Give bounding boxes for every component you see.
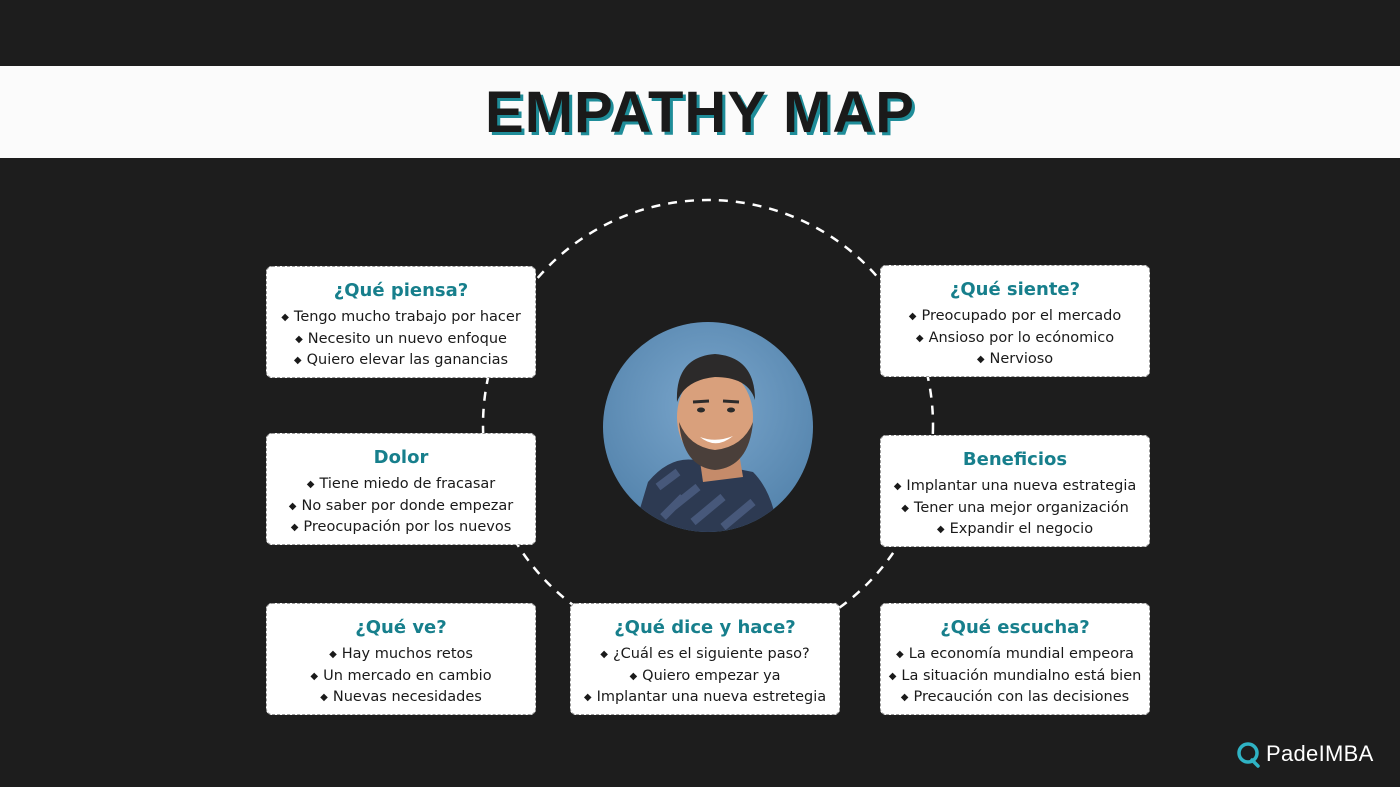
list-item: ◆Quiero empezar ya: [629, 667, 781, 684]
logo-text: PadeIMBA: [1266, 741, 1374, 766]
pade-logo-icon: [1237, 742, 1260, 768]
list-item: ◆Expandir el negocio: [936, 521, 1094, 537]
page-title: EMPATHY MAP: [485, 80, 915, 145]
center-portrait: [603, 322, 813, 532]
list-item: ◆Ansioso por lo ecónomico: [915, 329, 1115, 346]
card-heading: ¿Qué dice y hace?: [614, 617, 796, 638]
list-item: ◆Tengo mucho trabajo por hacer: [281, 309, 521, 325]
list-item: ◆Necesito un nuevo enfoque: [295, 330, 507, 347]
card-que-siente: ¿Qué siente? ◆Preocupado por el mercado …: [880, 265, 1150, 377]
card-heading: ¿Qué siente?: [949, 279, 1081, 300]
card-que-escucha: ¿Qué escucha? ◆La economía mundial empeo…: [880, 603, 1150, 715]
list-item: ◆La situación mundialno está bien: [888, 667, 1142, 684]
list-item: ◆Nuevas necesidades: [320, 689, 482, 705]
list-item: ◆Tener una mejor organización: [901, 499, 1129, 516]
card-beneficios: Beneficios ◆Implantar una nueva estrateg…: [880, 435, 1150, 547]
list-item: ◆Preocupación por los nuevos: [290, 519, 512, 535]
list-item: ◆Implantar una nueva estrategia: [893, 478, 1137, 494]
card-heading: ¿Qué escucha?: [940, 617, 1090, 638]
list-item: ◆Un mercado en cambio: [310, 667, 492, 684]
card-heading: Dolor: [373, 447, 429, 468]
card-heading: ¿Qué ve?: [355, 617, 447, 638]
card-dolor: Dolor ◆Tiene miedo de fracasar ◆No saber…: [266, 433, 536, 545]
card-que-dice-y-hace: ¿Qué dice y hace? ◆¿Cuál es el siguiente…: [570, 603, 840, 715]
padeimba-logo: PadeIMBA: [1236, 740, 1374, 768]
list-item: ◆Preocupado por el mercado: [908, 308, 1122, 324]
card-que-ve: ¿Qué ve? ◆Hay muchos retos ◆Un mercado e…: [266, 603, 536, 715]
card-heading: Beneficios: [962, 449, 1068, 470]
list-item: ◆Implantar una nueva estretegia: [583, 689, 827, 705]
list-item: ◆No saber por donde empezar: [288, 497, 514, 514]
list-item: ◆Tiene miedo de fracasar: [306, 476, 496, 492]
title-band: EMPATHY MAP: [0, 66, 1400, 158]
list-item: ◆Hay muchos retos: [329, 646, 473, 662]
list-item: ◆Nervioso: [976, 351, 1054, 367]
card-heading: ¿Qué piensa?: [333, 280, 469, 301]
list-item: ◆Quiero elevar las ganancias: [293, 352, 509, 368]
list-item: ◆¿Cuál es el siguiente paso?: [600, 646, 810, 662]
card-que-piensa: ¿Qué piensa? ◆Tengo mucho trabajo por ha…: [266, 266, 536, 378]
list-item: ◆Precaución con las decisiones: [900, 689, 1130, 705]
list-item: ◆La economía mundial empeora: [896, 646, 1134, 662]
